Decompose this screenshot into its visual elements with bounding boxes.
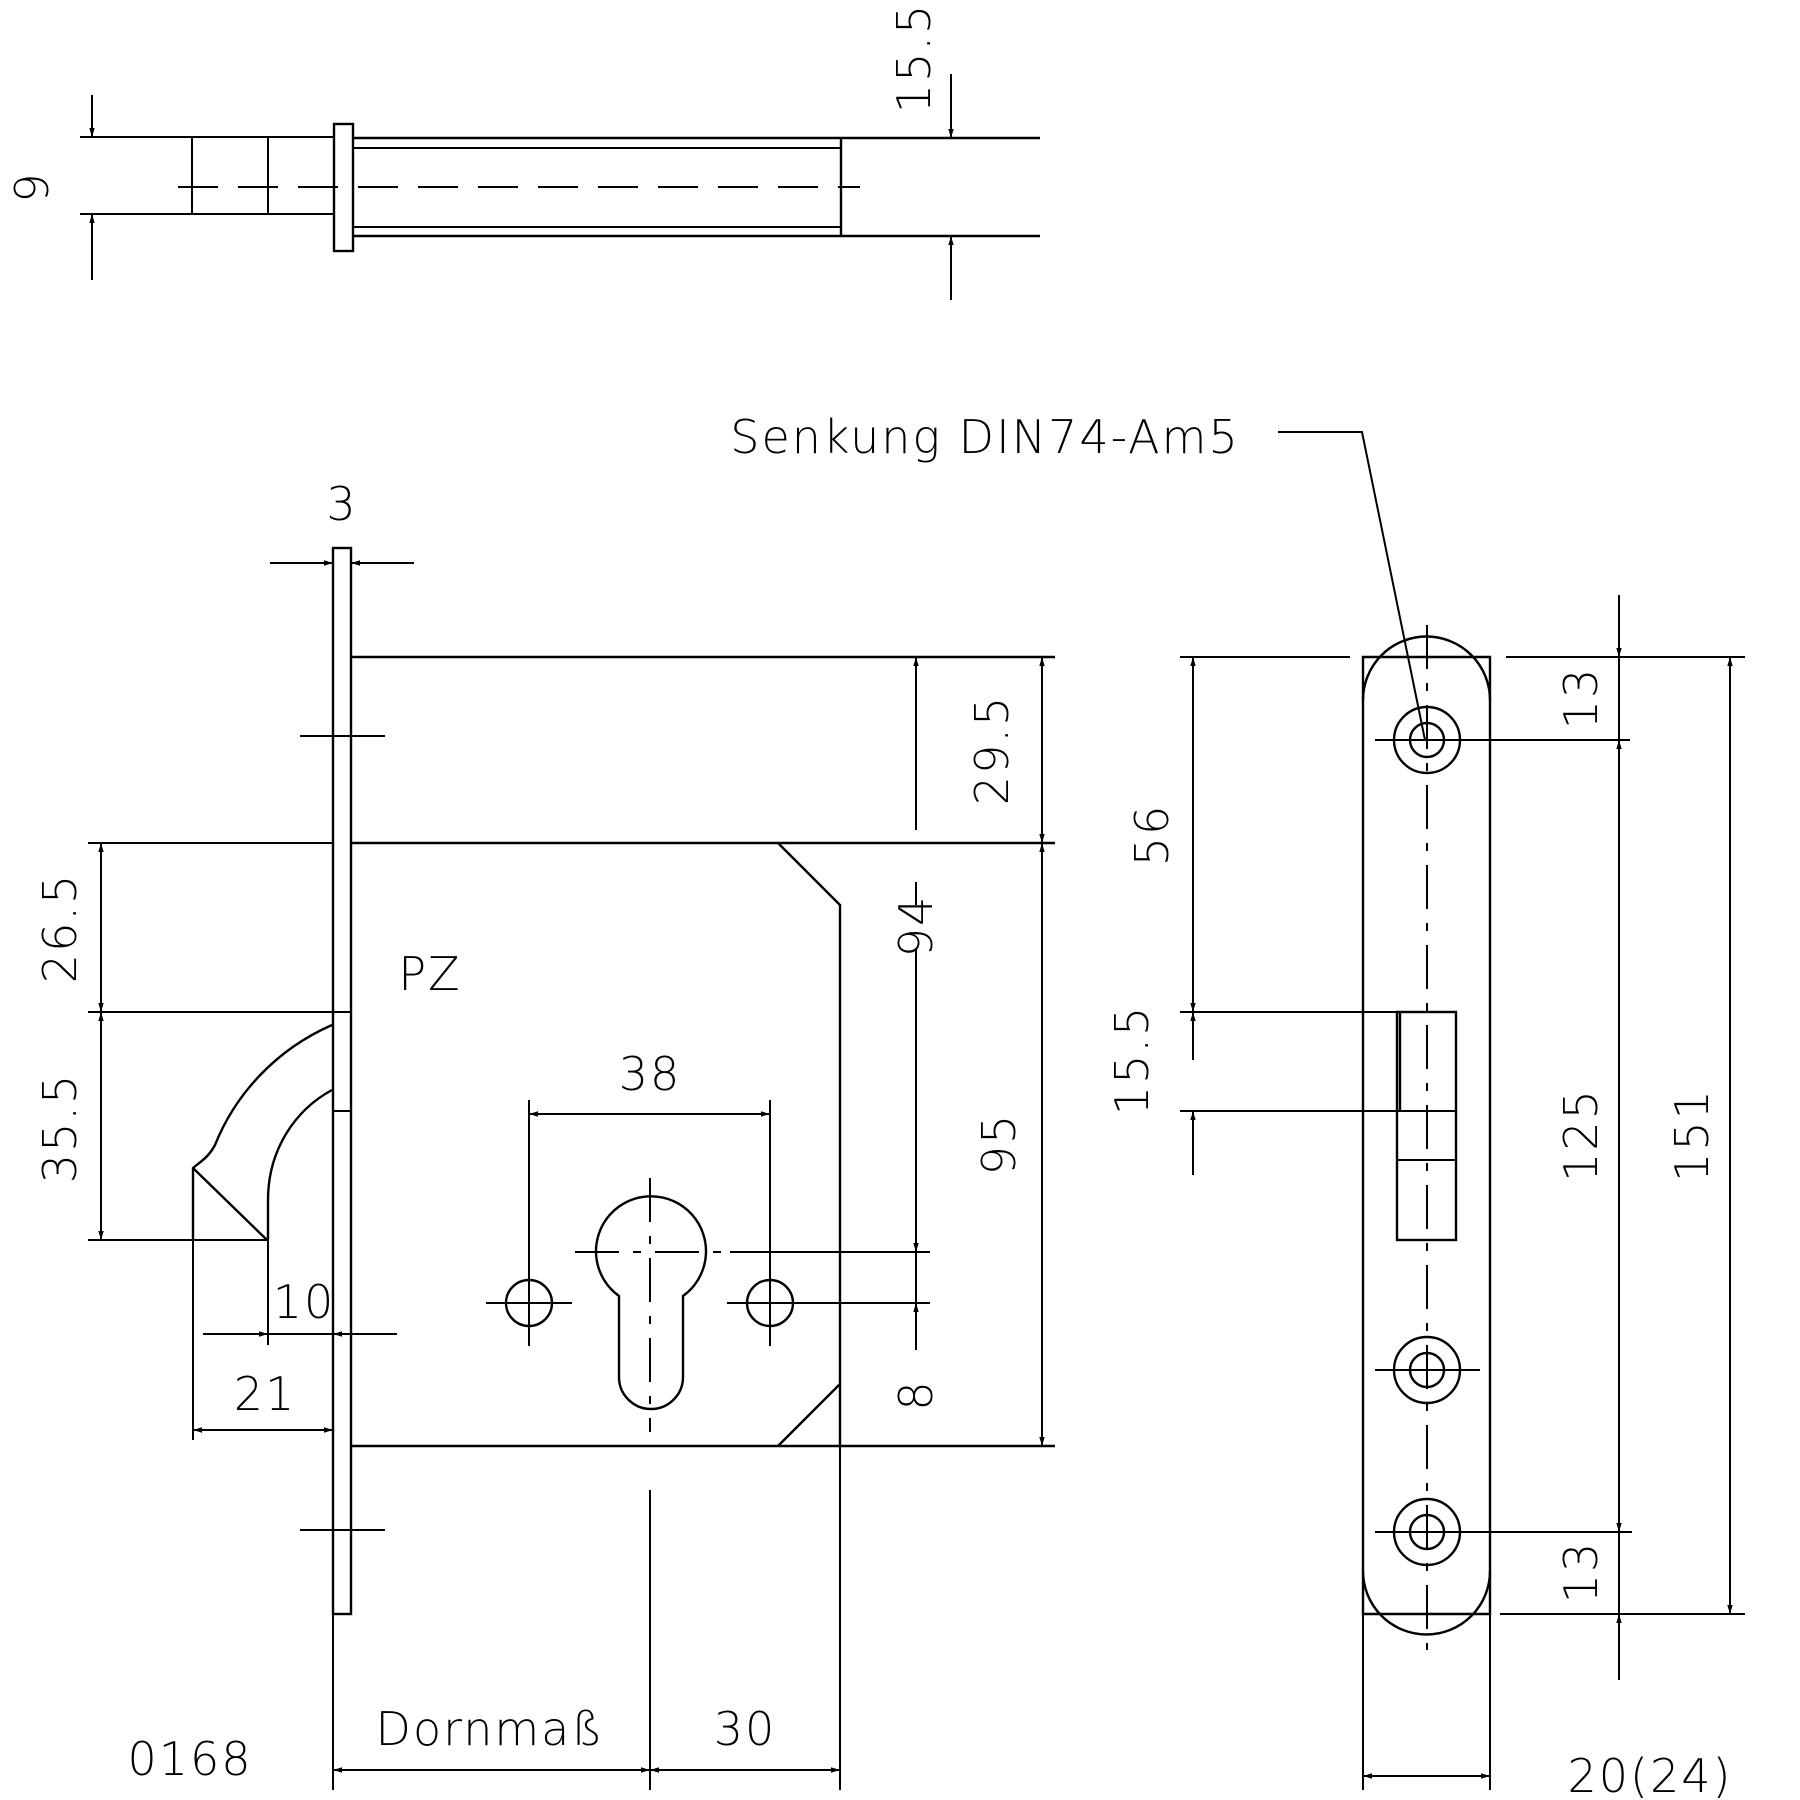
- screw-hole-bottom: [1375, 1497, 1632, 1567]
- dim-bottom-hole: 13: [1554, 1541, 1608, 1604]
- dim-body-height: 95: [972, 1113, 1026, 1176]
- screw-hole-middle: [1375, 1335, 1480, 1405]
- dim-top-to-bolt: 29.5: [965, 695, 1019, 805]
- dim-total-length: 151: [1665, 1088, 1719, 1182]
- dim-hole-pitch: 125: [1554, 1088, 1608, 1182]
- dim-side-top-to-bolt: 56: [1125, 804, 1179, 867]
- dim-backset-rest: 30: [714, 1702, 777, 1756]
- dim-faceplate-width: 20(24): [1568, 1749, 1733, 1800]
- top-view-bolt: 9 15.5: [5, 3, 1040, 300]
- dim-cylinder-offset: 8: [889, 1379, 943, 1410]
- screw-hole-top: [1375, 705, 1630, 775]
- backset-label: Dornmaß: [376, 1702, 605, 1756]
- dim-hook-height: 35.5: [33, 1073, 87, 1183]
- dim-bolt-height: 9: [5, 171, 59, 202]
- cylinder-type-label: PZ: [398, 947, 461, 1001]
- dim-side-bolt-width: 15.5: [1105, 1005, 1159, 1115]
- countersink-note: Senkung DIN74-Am5: [730, 410, 1239, 464]
- dim-head-height: 15.5: [887, 3, 941, 113]
- dim-top-hole: 13: [1554, 667, 1608, 730]
- dim-faceplate-thickness: 3: [326, 477, 357, 531]
- dim-hook-reach: 21: [234, 1367, 297, 1421]
- dim-hook-top: 26.5: [33, 873, 87, 983]
- drawing-number: 0168: [127, 1732, 252, 1786]
- dim-hook-depth: 10: [273, 1275, 336, 1329]
- side-view-faceplate: 56 15.5 13 125 13 151 20(24) Senkung DIN…: [730, 410, 1745, 1800]
- dim-hole-spacing: 38: [619, 1047, 682, 1101]
- dim-center-distance: 94: [889, 895, 943, 958]
- front-view-lock-body: 3 29.5 95 94 8 26.5 35.5 38 10: [33, 477, 1055, 1790]
